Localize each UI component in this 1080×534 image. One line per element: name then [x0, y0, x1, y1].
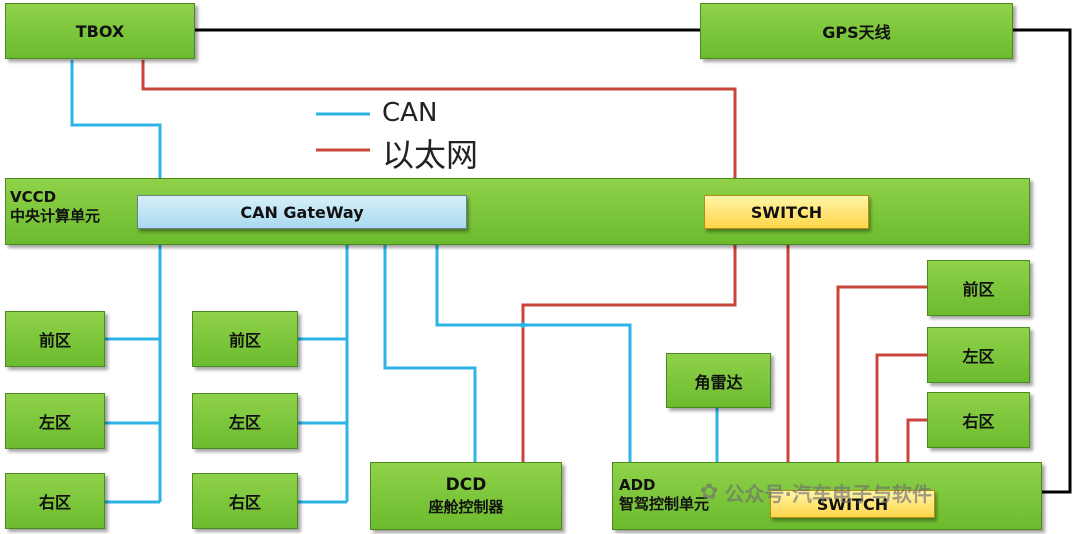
add-title: ADD: [619, 476, 656, 494]
add-subtitle: 智驾控制单元: [619, 495, 710, 513]
vccd-switch-bar: SWITCH: [704, 195, 869, 229]
dcd-subtitle: 座舱控制器: [428, 498, 504, 516]
add-label: ADD 智驾控制单元: [619, 476, 709, 514]
vccd-title: VCCD: [10, 188, 57, 206]
right-left-zone: 左区: [927, 327, 1030, 383]
watermark-text: 公众号·汽车电子与软件: [724, 482, 933, 506]
ethernet-lines: [141, 60, 927, 490]
add-switch-bar: SWITCH: [770, 490, 935, 518]
dcd-node: DCD 座舱控制器: [370, 462, 562, 530]
gps-to-add-line: [1013, 28, 1072, 494]
vccd-subtitle: 中央计算单元: [10, 207, 101, 225]
can-lines: [70, 60, 719, 504]
left-front-zone: 前区: [5, 311, 105, 367]
mid-right-zone: 右区: [192, 473, 298, 529]
legend-ethernet-label: 以太网: [382, 136, 479, 174]
corner-radar-node: 角雷达: [666, 353, 771, 408]
gps-antenna-node: GPS天线: [700, 3, 1013, 59]
right-right-zone: 右区: [927, 392, 1030, 448]
wechat-icon: ✿: [700, 480, 719, 505]
mid-left-zone: 左区: [192, 393, 298, 449]
dcd-title: DCD: [445, 475, 487, 495]
watermark: ✿ 公众号·汽车电子与软件: [700, 478, 932, 507]
right-front-zone: 前区: [927, 260, 1030, 316]
tbox-node: TBOX: [5, 3, 195, 59]
legend-can-label: CAN: [382, 98, 438, 128]
can-gateway-bar: CAN GateWay: [137, 195, 467, 229]
can-junction-dot: [520, 322, 526, 328]
mid-front-zone: 前区: [192, 311, 298, 367]
vccd-label: VCCD 中央计算单元: [10, 188, 100, 226]
left-right-zone: 右区: [5, 473, 105, 529]
left-left-zone: 左区: [5, 393, 105, 449]
